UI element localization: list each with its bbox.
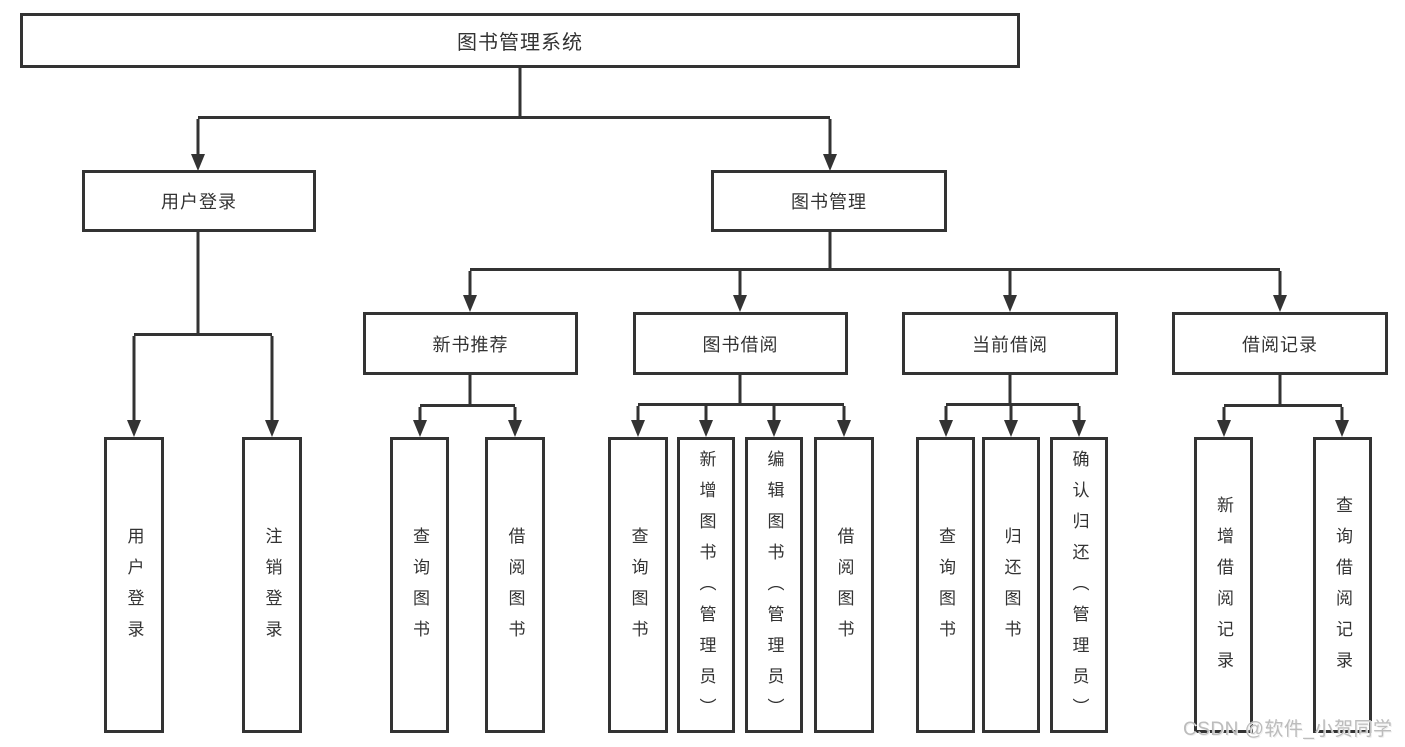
connector-borrow-to-leaves bbox=[636, 375, 846, 423]
node-root: 图书管理系统 bbox=[20, 13, 1020, 68]
leaf-current-return-books: 归还图书 bbox=[982, 437, 1040, 733]
leaf-logout: 注销登录 bbox=[242, 437, 302, 733]
connector-current-to-leaves bbox=[944, 375, 1081, 423]
leaf-records-query-record: 查询借阅记录 bbox=[1313, 437, 1372, 733]
leaf-current-query-books: 查询图书 bbox=[916, 437, 975, 733]
node-current-borrow: 当前借阅 bbox=[902, 312, 1118, 375]
connector-records-to-leaves bbox=[1222, 375, 1344, 423]
leaf-borrow-edit-books-admin: 编辑图书（管理员） bbox=[745, 437, 803, 733]
leaf-borrow-add-books-admin: 新增图书（管理员） bbox=[677, 437, 735, 733]
connector-bookmgmt-to-level3 bbox=[468, 232, 1282, 299]
node-book-borrow: 图书借阅 bbox=[633, 312, 848, 375]
leaf-borrow-borrow-books: 借阅图书 bbox=[814, 437, 874, 733]
leaf-current-confirm-return-admin: 确认归还（管理员） bbox=[1050, 437, 1108, 733]
leaf-recommend-query-books: 查询图书 bbox=[390, 437, 449, 733]
node-borrow-records: 借阅记录 bbox=[1172, 312, 1388, 375]
csdn-watermark: CSDN @软件_小贺同学 bbox=[1183, 719, 1393, 740]
connector-recommend-to-leaves bbox=[418, 375, 517, 423]
node-book-management: 图书管理 bbox=[711, 170, 947, 232]
node-new-book-recommend: 新书推荐 bbox=[363, 312, 578, 375]
leaf-borrow-query-books: 查询图书 bbox=[608, 437, 668, 733]
node-user-login: 用户登录 bbox=[82, 170, 316, 232]
leaf-records-add-record: 新增借阅记录 bbox=[1194, 437, 1253, 733]
arrowheads bbox=[127, 154, 1349, 437]
leaf-user-login: 用户登录 bbox=[104, 437, 164, 733]
leaf-recommend-borrow-books: 借阅图书 bbox=[485, 437, 545, 733]
connector-root-to-level2 bbox=[196, 68, 832, 158]
connector-userlogin-to-leaves bbox=[132, 232, 274, 423]
